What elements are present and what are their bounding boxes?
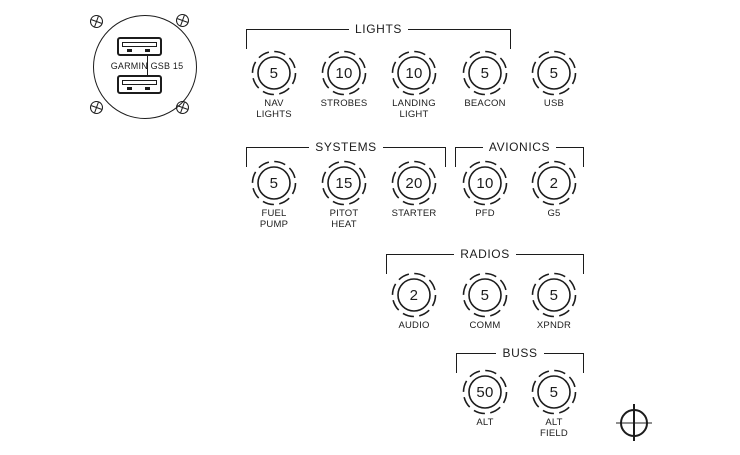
breaker-amps: 10 — [476, 174, 494, 192]
center-mark-circle — [620, 409, 648, 437]
breaker-rings — [531, 50, 577, 96]
breaker-rings — [462, 50, 508, 96]
breaker-landing-light: 10 LANDING LIGHT — [390, 49, 438, 120]
breaker-rings — [531, 160, 577, 206]
breaker-label: AUDIO — [398, 320, 430, 331]
breaker-nav-lights: 5 NAV LIGHTS — [250, 49, 298, 120]
breaker-pitot-heat: 15 PITOT HEAT — [320, 159, 368, 230]
bracket-line — [386, 254, 455, 274]
breaker-amps: 2 — [409, 286, 419, 304]
breaker-starter: 20 STARTER — [390, 159, 438, 219]
breaker-label: LANDING LIGHT — [392, 98, 436, 120]
breaker-xpndr: 5 XPNDR — [530, 271, 578, 331]
breaker-audio: 2 AUDIO — [390, 271, 438, 331]
port-connector-line — [146, 56, 148, 75]
breaker-amps: 5 — [480, 64, 490, 82]
breaker-amps: 5 — [269, 174, 279, 192]
group-title-systems: SYSTEMS — [315, 140, 377, 154]
bracket-line — [556, 147, 585, 167]
breaker-label: PFD — [475, 208, 495, 219]
breaker-rings — [321, 160, 367, 206]
breaker-label: STROBES — [320, 98, 368, 109]
center-mark-icon — [616, 404, 652, 441]
bracket-line — [382, 147, 447, 167]
bracket-line — [246, 29, 350, 49]
bracket-line — [455, 147, 483, 167]
breaker-label: XPNDR — [536, 320, 572, 331]
bracket-line — [515, 254, 585, 274]
breaker-amps: 5 — [549, 383, 559, 401]
screw-icon — [88, 99, 105, 116]
breaker-rings — [391, 160, 437, 206]
bracket-line — [407, 29, 512, 49]
group-bracket-buss: BUSS — [456, 347, 585, 374]
breaker-amps: 20 — [405, 174, 423, 192]
breaker-rings — [462, 272, 508, 318]
breaker-beacon: 5 BEACON — [461, 49, 509, 109]
breaker-label: FUEL PUMP — [259, 208, 289, 230]
usb-slot — [122, 41, 157, 47]
breaker-label: COMM — [469, 320, 501, 331]
breaker-amps: 15 — [335, 174, 353, 192]
breaker-usb: 5 USB — [530, 49, 578, 109]
gsb15-module: GARMIN GSB 15 — [85, 10, 205, 120]
bracket-line — [456, 353, 497, 373]
breaker-comm: 5 COMM — [461, 271, 509, 331]
breaker-amps: 10 — [335, 64, 353, 82]
gsb15-label: GARMIN GSB 15 — [110, 61, 184, 71]
breaker-amps: 5 — [549, 64, 559, 82]
breaker-amps: 50 — [476, 383, 494, 401]
breaker-alt-field: 5 ALT FIELD — [530, 368, 578, 439]
breaker-rings — [462, 369, 508, 415]
group-title-avionics: AVIONICS — [488, 140, 551, 154]
breaker-amps: 10 — [405, 64, 423, 82]
breaker-strobes: 10 STROBES — [320, 49, 368, 109]
usb-port-icon — [117, 75, 162, 94]
breaker-label: USB — [543, 98, 565, 109]
breaker-amps: 5 — [549, 286, 559, 304]
breaker-label: BEACON — [464, 98, 506, 109]
group-bracket-avionics: AVIONICS — [455, 141, 585, 168]
usb-contact — [145, 49, 150, 52]
breaker-amps: 2 — [549, 174, 559, 192]
group-title-radios: RADIOS — [460, 247, 510, 261]
usb-contact — [127, 49, 132, 52]
breaker-label: STARTER — [391, 208, 437, 219]
breaker-rings — [391, 272, 437, 318]
screw-icon — [88, 13, 105, 30]
bracket-line — [246, 147, 310, 167]
breaker-label: NAV LIGHTS — [256, 98, 292, 120]
breaker-amps: 5 — [269, 64, 279, 82]
breaker-fuel-pump: 5 FUEL PUMP — [250, 159, 298, 230]
usb-slot — [122, 79, 157, 85]
usb-port-icon — [117, 37, 162, 56]
breaker-rings — [251, 50, 297, 96]
usb-contact — [145, 87, 150, 90]
breaker-rings — [321, 50, 367, 96]
group-title-buss: BUSS — [502, 346, 538, 360]
breaker-label: ALT — [476, 417, 494, 428]
breaker-alt: 50 ALT — [461, 368, 509, 428]
breaker-pfd: 10 PFD — [461, 159, 509, 219]
bracket-line — [543, 353, 585, 373]
breaker-rings — [251, 160, 297, 206]
breaker-rings — [462, 160, 508, 206]
group-bracket-radios: RADIOS — [386, 248, 585, 275]
breaker-label: PITOT HEAT — [329, 208, 359, 230]
breaker-g5: 2 G5 — [530, 159, 578, 219]
group-title-lights: LIGHTS — [355, 22, 402, 36]
breaker-rings — [531, 272, 577, 318]
group-bracket-lights: LIGHTS — [246, 23, 512, 50]
group-bracket-systems: SYSTEMS — [246, 141, 447, 168]
gsb15-faceplate-circle — [93, 15, 197, 119]
breaker-label: ALT FIELD — [540, 417, 568, 439]
breaker-rings — [391, 50, 437, 96]
usb-contact — [127, 87, 132, 90]
breaker-amps: 5 — [480, 286, 490, 304]
breaker-rings — [531, 369, 577, 415]
breaker-label: G5 — [547, 208, 561, 219]
